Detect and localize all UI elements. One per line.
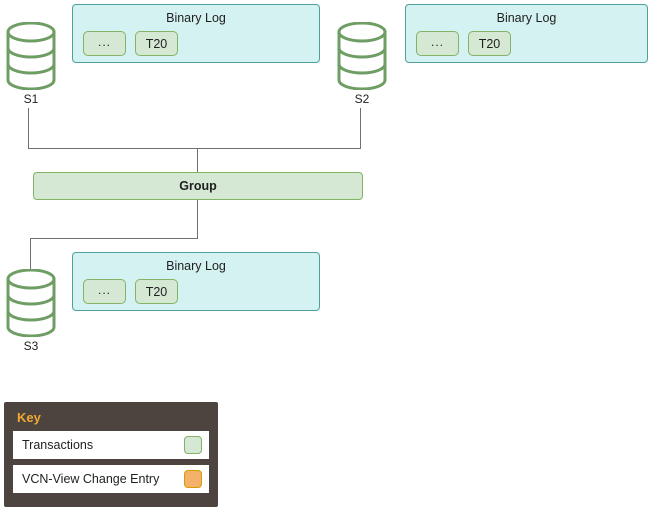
key-swatch-vcn xyxy=(184,470,202,488)
key-swatch-transactions xyxy=(184,436,202,454)
database-cylinder-icon xyxy=(5,22,57,90)
database-cylinder-icon xyxy=(5,269,57,337)
binary-log-title: Binary Log xyxy=(496,11,557,25)
transaction-chip-t20: T20 xyxy=(468,31,511,56)
transaction-chip-list: ... T20 xyxy=(83,31,319,56)
server-label-s2: S2 xyxy=(354,92,370,106)
key-legend: Key Transactions VCN-View Change Entry xyxy=(4,402,218,507)
connector-s3-horizontal xyxy=(30,238,198,239)
transaction-chip-t20: T20 xyxy=(135,31,178,56)
group-label: Group xyxy=(179,179,217,193)
key-row-transactions: Transactions xyxy=(13,431,209,459)
transaction-chip-ellipsis: ... xyxy=(416,31,459,56)
server-node-s2: S2 xyxy=(336,22,388,106)
binary-log-title: Binary Log xyxy=(166,259,226,273)
binary-log-panel-s1: Binary Log ... T20 xyxy=(72,4,320,63)
connector-s3-vertical xyxy=(30,238,31,270)
connector-s1-vertical xyxy=(28,108,29,149)
server-node-s3: S3 xyxy=(5,269,57,353)
server-label-s3: S3 xyxy=(23,339,39,353)
connector-s2-vertical xyxy=(360,108,361,149)
transaction-chip-list: ... T20 xyxy=(83,279,319,304)
key-title: Key xyxy=(17,410,41,425)
server-node-s1: S1 xyxy=(5,22,57,106)
transaction-chip-ellipsis: ... xyxy=(83,31,126,56)
binary-log-title: Binary Log xyxy=(166,11,226,25)
key-label-vcn: VCN-View Change Entry xyxy=(22,472,160,486)
group-bar: Group xyxy=(33,172,363,200)
key-row-vcn: VCN-View Change Entry xyxy=(13,465,209,493)
key-label-transactions: Transactions xyxy=(22,438,94,452)
binary-log-panel-s2: Binary Log ... T20 xyxy=(405,4,648,63)
binary-log-panel-s3: Binary Log ... T20 xyxy=(72,252,320,311)
transaction-chip-t20: T20 xyxy=(135,279,178,304)
connector-group-trunk-lower xyxy=(197,200,198,238)
transaction-chip-list: ... T20 xyxy=(416,31,647,56)
database-cylinder-icon xyxy=(336,22,388,90)
connector-group-trunk xyxy=(197,148,198,172)
server-label-s1: S1 xyxy=(23,92,39,106)
connector-bus-horizontal xyxy=(28,148,361,149)
transaction-chip-ellipsis: ... xyxy=(83,279,126,304)
